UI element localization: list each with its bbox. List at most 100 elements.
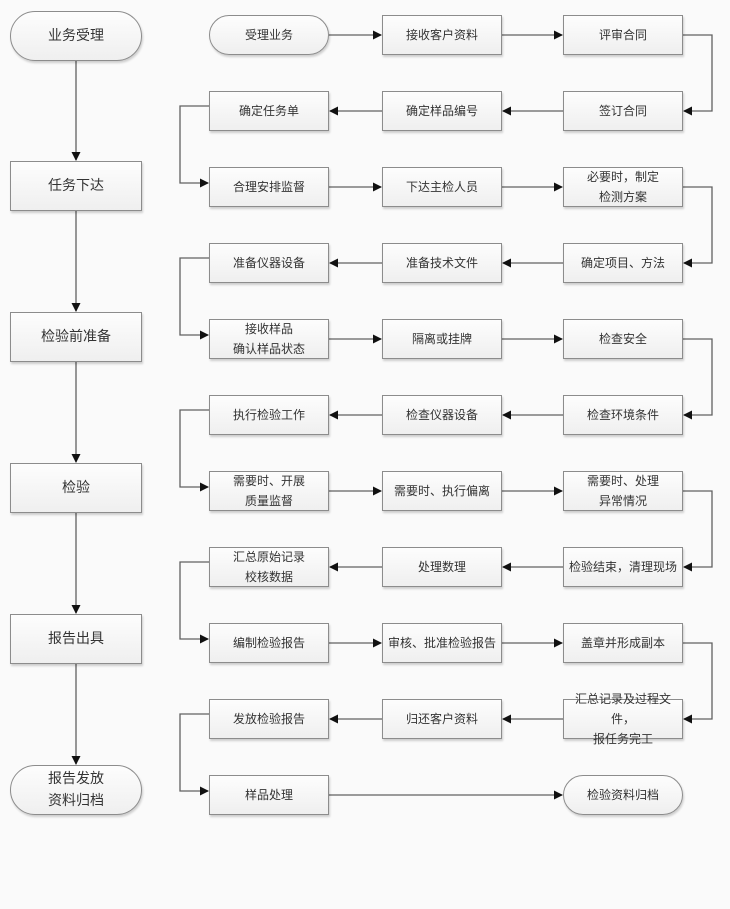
- step-connector-elbow: [683, 34, 713, 112]
- step-process-r8b: 审核、批准检验报告: [382, 623, 502, 663]
- step-process-r6b: 需要时、执行偏离: [382, 471, 502, 511]
- arrowhead-left-icon: [329, 410, 338, 420]
- arrowhead-right-icon: [373, 334, 382, 344]
- arrowhead-left-icon: [502, 714, 511, 724]
- node-label: 检验资料归档: [586, 788, 659, 802]
- arrowhead-right-icon: [200, 634, 209, 644]
- step-process-r8a: 编制检验报告: [209, 623, 329, 663]
- node-label: 发放检验报告: [232, 712, 305, 726]
- node-label: 审核、批准检验报告: [387, 636, 496, 650]
- arrowhead-right-icon: [373, 30, 382, 40]
- stage-process-s3: 检验: [10, 463, 142, 513]
- arrowhead-right-icon: [554, 638, 563, 648]
- arrowhead-right-icon: [373, 486, 382, 496]
- arrowhead-left-icon: [502, 106, 511, 116]
- step-process-r6a: 需要时、开展 质量监督: [209, 471, 329, 511]
- stage-process-s4: 报告出具: [10, 614, 142, 664]
- step-process-r1b: 确定样品编号: [382, 91, 502, 131]
- arrowhead-down-icon: [71, 454, 81, 463]
- arrowhead-left-icon: [329, 258, 338, 268]
- step-process-r7a: 汇总原始记录 校核数据: [209, 547, 329, 587]
- arrowhead-right-icon: [200, 482, 209, 492]
- node-label: 检验结束，清理现场: [568, 560, 677, 574]
- node-label: 下达主检人员: [405, 180, 478, 194]
- arrowhead-right-icon: [200, 178, 209, 188]
- stage-process-s1: 任务下达: [10, 161, 142, 211]
- arrowhead-down-icon: [71, 605, 81, 614]
- arrowhead-down-icon: [71, 152, 81, 161]
- node-label: 接收客户资料: [405, 28, 478, 42]
- arrowhead-right-icon: [554, 486, 563, 496]
- arrowhead-left-icon: [502, 410, 511, 420]
- arrowhead-right-icon: [554, 182, 563, 192]
- step-process-r7b: 处理数理: [382, 547, 502, 587]
- node-label: 准备技术文件: [405, 256, 478, 270]
- node-label: 样品处理: [244, 788, 293, 802]
- step-process-r4a: 接收样品 确认样品状态: [209, 319, 329, 359]
- step-terminal-r0a: 受理业务: [209, 15, 329, 55]
- step-process-r2c: 必要时，制定 检测方案: [563, 167, 683, 207]
- step-process-r5a: 执行检验工作: [209, 395, 329, 435]
- arrowhead-left-icon: [683, 106, 692, 116]
- step-process-r9c: 汇总记录及过程文件， 报任务完工: [563, 692, 683, 746]
- arrowhead-right-icon: [554, 30, 563, 40]
- arrowhead-left-icon: [683, 410, 692, 420]
- step-process-r4c: 检查安全: [563, 319, 683, 359]
- node-label: 需要时、处理 异常情况: [586, 474, 659, 508]
- step-process-r1c: 签订合同: [563, 91, 683, 131]
- node-label: 业务受理: [48, 28, 104, 44]
- step-process-r3a: 准备仪器设备: [209, 243, 329, 283]
- node-label: 检查仪器设备: [405, 408, 478, 422]
- node-label: 接收样品 确认样品状态: [232, 322, 305, 356]
- step-connector-elbow: [683, 338, 713, 416]
- arrowhead-left-icon: [329, 562, 338, 572]
- node-label: 评审合同: [598, 28, 647, 42]
- arrowhead-right-icon: [373, 182, 382, 192]
- node-label: 报告发放 资料归档: [48, 771, 104, 809]
- step-process-r7c: 检验结束，清理现场: [563, 547, 683, 587]
- node-label: 检验前准备: [41, 329, 111, 345]
- step-process-r1a: 确定任务单: [209, 91, 329, 131]
- step-process-r2b: 下达主检人员: [382, 167, 502, 207]
- step-process-r6c: 需要时、处理 异常情况: [563, 471, 683, 511]
- arrowhead-right-icon: [554, 334, 563, 344]
- step-process-r2a: 合理安排监督: [209, 167, 329, 207]
- step-connector-elbow: [179, 257, 209, 336]
- arrowhead-down-icon: [71, 303, 81, 312]
- step-connector-elbow: [683, 490, 713, 568]
- arrowhead-right-icon: [200, 330, 209, 340]
- arrowhead-left-icon: [683, 714, 692, 724]
- stage-process-s2: 检验前准备: [10, 312, 142, 362]
- arrowhead-right-icon: [373, 638, 382, 648]
- node-label: 编制检验报告: [232, 636, 305, 650]
- node-label: 确定任务单: [238, 104, 299, 118]
- node-label: 报告出具: [48, 631, 104, 647]
- arrowhead-left-icon: [683, 562, 692, 572]
- step-connector-elbow: [179, 713, 209, 792]
- stage-terminal-s5: 报告发放 资料归档: [10, 765, 142, 815]
- step-process-r0b: 接收客户资料: [382, 15, 502, 55]
- step-process-r3c: 确定项目、方法: [563, 243, 683, 283]
- step-connector-elbow: [683, 642, 713, 720]
- step-connector-elbow: [179, 409, 209, 488]
- node-label: 需要时、执行偏离: [393, 484, 490, 498]
- arrowhead-right-icon: [200, 786, 209, 796]
- node-label: 归还客户资料: [405, 712, 478, 726]
- node-label: 确定样品编号: [405, 104, 478, 118]
- step-process-r8c: 盖章并形成副本: [563, 623, 683, 663]
- node-label: 检验: [62, 480, 90, 496]
- node-label: 签订合同: [598, 104, 647, 118]
- node-label: 准备仪器设备: [232, 256, 305, 270]
- step-process-r4b: 隔离或挂牌: [382, 319, 502, 359]
- step-process-r9a: 发放检验报告: [209, 699, 329, 739]
- node-label: 任务下达: [48, 178, 104, 194]
- step-connector-elbow: [683, 186, 713, 264]
- step-terminal-r10c: 检验资料归档: [563, 775, 683, 815]
- node-label: 必要时，制定 检测方案: [586, 170, 659, 204]
- node-label: 需要时、开展 质量监督: [232, 474, 305, 508]
- step-process-r3b: 准备技术文件: [382, 243, 502, 283]
- node-label: 执行检验工作: [232, 408, 305, 422]
- arrowhead-left-icon: [329, 106, 338, 116]
